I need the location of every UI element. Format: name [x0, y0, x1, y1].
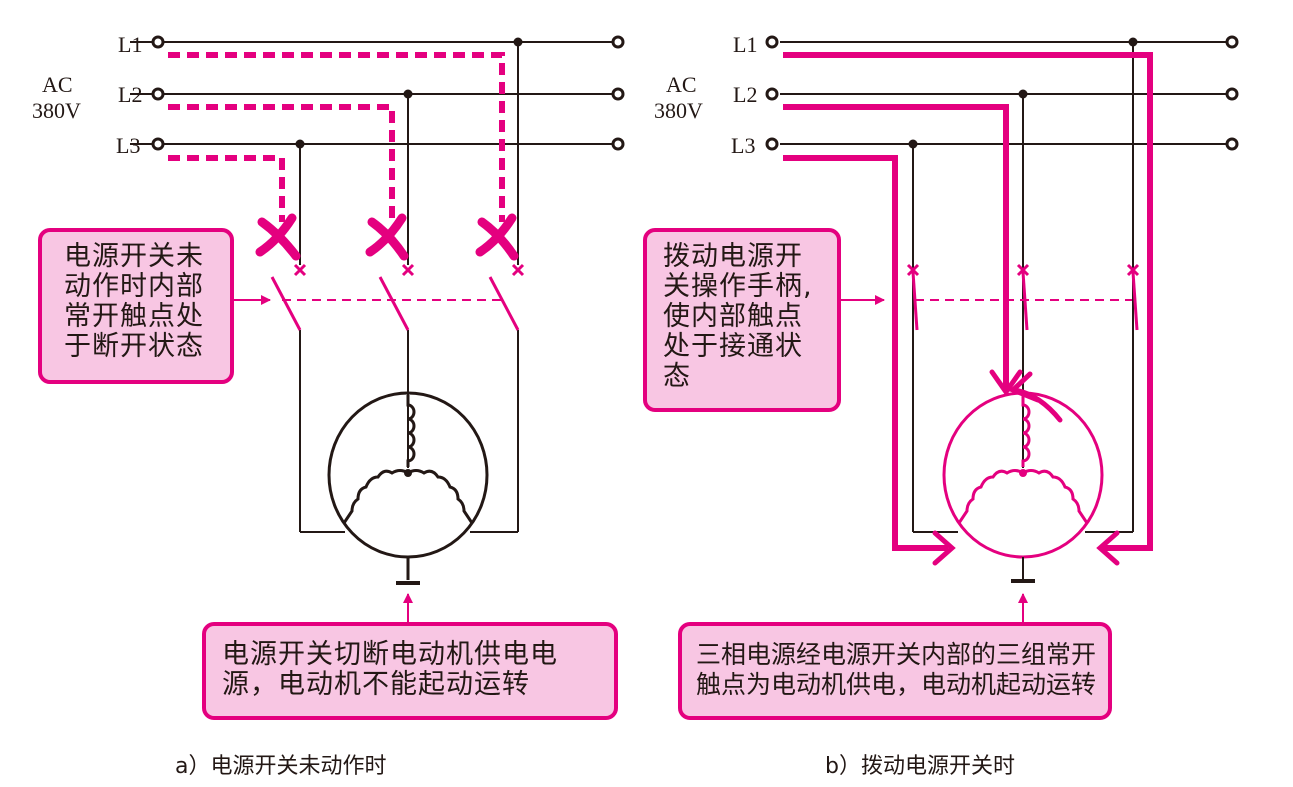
callout-line: 电源开关切断电动机供电电: [222, 639, 558, 670]
terminal-l2-out: [611, 87, 625, 101]
voltage-label-380v: 380V: [654, 98, 703, 123]
callout-bottom-a: 电源开关切断电动机供电电 源，电动机不能起动运转: [202, 622, 618, 720]
panel-b: L1 L2 L3 AC 380V: [654, 32, 1239, 622]
current-arrow-l1: [1096, 530, 1120, 566]
motor-a: [327, 391, 489, 585]
current-arrow-l3: [932, 530, 956, 566]
voltage-label-ac: AC: [42, 72, 73, 97]
contact-fixed-marks: [293, 263, 525, 277]
voltage-label-380v: 380V: [32, 98, 81, 123]
open-contacts: [270, 276, 520, 331]
terminal-l2-in: [151, 87, 165, 101]
callout-line: 源，电动机不能起动运转: [222, 669, 530, 700]
callout-line: 处于接通状: [663, 331, 803, 362]
callout-line: 于断开状态: [64, 331, 204, 362]
terminal-l3-out: [611, 137, 625, 151]
line-label-l3: L3: [731, 133, 755, 158]
callout-side-a: 电源开关未 动作时内部 常开触点处 于断开状态: [38, 228, 234, 384]
terminal-l3-in: [151, 137, 165, 151]
callout-line: 拨动电源开: [663, 241, 803, 272]
callout-line: 使内部触点: [663, 301, 803, 332]
line-label-l1: L1: [733, 32, 757, 57]
callout-line: 关操作手柄,: [663, 271, 813, 302]
voltage-label-ac: AC: [666, 72, 697, 97]
line-label-l3: L3: [116, 133, 140, 158]
caption-b: b）拨动电源开关时: [825, 754, 1015, 779]
callout-line: 动作时内部: [64, 271, 204, 302]
callout-side-b: 拨动电源开 关操作手柄, 使内部触点 处于接通状 态: [643, 228, 841, 412]
blocked-marks: [255, 213, 519, 261]
current-arrow-l2: [989, 369, 1023, 397]
winding-left: [342, 469, 409, 524]
winding-right: [407, 469, 474, 524]
callout-line: 常开触点处: [64, 301, 204, 332]
line-label-l1: L1: [118, 32, 142, 57]
panel-a: L1 L2 L3 AC 380V: [32, 32, 625, 622]
line-label-l2: L2: [733, 82, 757, 107]
callout-line: 电源开关未: [64, 241, 204, 272]
winding-top: [406, 395, 416, 467]
terminal-l1-out: [611, 35, 625, 49]
callout-line: 三相电源经电源开关内部的三组常开: [696, 640, 1097, 669]
callout-line: 触点为电动机供电，电动机起动运转: [696, 670, 1097, 699]
caption-a: a）电源开关未动作时: [175, 754, 387, 779]
callout-bottom-b: 三相电源经电源开关内部的三组常开 触点为电动机供电，电动机起动运转: [678, 622, 1112, 720]
terminal-l1-in: [151, 35, 165, 49]
callout-line: 态: [663, 361, 691, 392]
